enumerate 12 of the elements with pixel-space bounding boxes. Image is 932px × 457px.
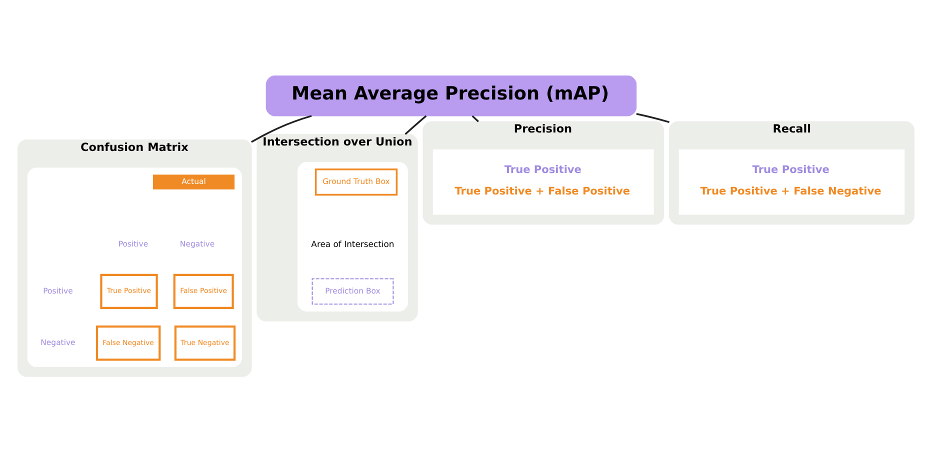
connector [472,114,479,122]
node-box: True Negative [174,325,236,360]
node-box: Mean Average Precision (mAP) [266,74,637,116]
node-box: False Negative [96,325,161,360]
connector [251,114,312,142]
connector [636,112,670,122]
node-box: False Positive [173,273,234,309]
cluster [27,167,242,367]
label: Area of Intersection [311,238,394,248]
cluster [298,162,408,311]
node-box: True Positive [100,273,158,309]
connector [404,114,427,134]
